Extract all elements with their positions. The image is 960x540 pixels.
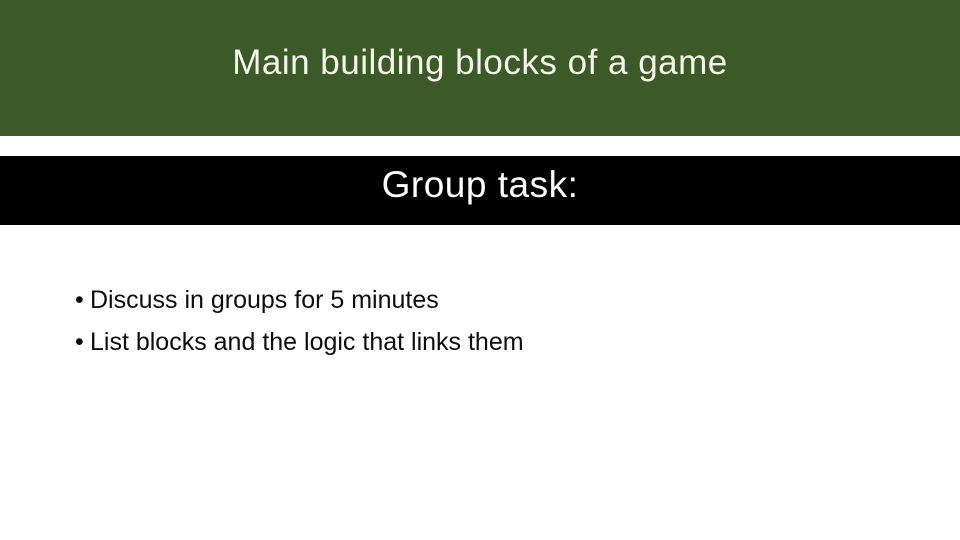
bullet-list: • Discuss in groups for 5 minutes • List…: [0, 287, 960, 355]
band-separator: [0, 136, 960, 156]
task-band: Group task:: [0, 156, 960, 225]
list-item: • List blocks and the logic that links t…: [75, 329, 960, 355]
bullet-text: List blocks and the logic that links the…: [90, 328, 524, 356]
title-band: Main building blocks of a game: [0, 0, 960, 136]
bullet-icon: •: [75, 286, 84, 314]
task-heading: Group task:: [381, 164, 579, 205]
slide-title: Main building blocks of a game: [232, 42, 728, 82]
list-item: • Discuss in groups for 5 minutes: [75, 287, 960, 313]
bullet-icon: •: [75, 328, 84, 356]
bullet-text: Discuss in groups for 5 minutes: [90, 286, 439, 314]
